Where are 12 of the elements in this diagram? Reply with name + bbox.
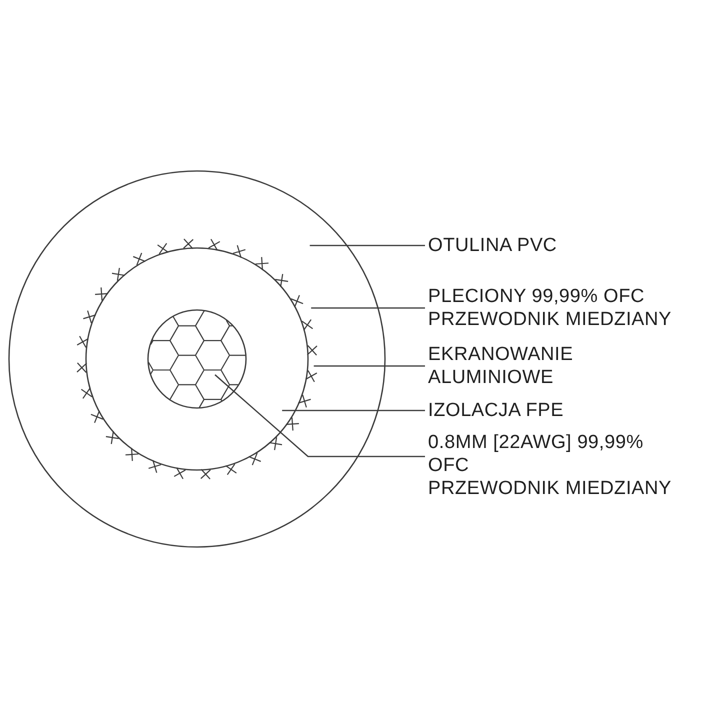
callout-label: OTULINA PVC (428, 234, 680, 257)
leader-line (310, 244, 425, 246)
callout-label: PLECIONY 99,99% OFC PRZEWODNIK MIEDZIANY (428, 285, 680, 331)
conductor-strands (147, 309, 247, 409)
leader-line (311, 307, 425, 309)
callout-label: IZOLACJA FPE (428, 399, 680, 422)
callout-label: 0.8MM [22AWG] 99,99% OFC PRZEWODNIK MIEDZIANY (428, 431, 680, 500)
callout-label: EKRANOWANIE ALUMINIOWE (428, 343, 680, 389)
outer-sheath (8, 170, 386, 548)
leader-line (214, 374, 425, 458)
leader-line (314, 365, 425, 367)
leader-line (282, 410, 425, 412)
